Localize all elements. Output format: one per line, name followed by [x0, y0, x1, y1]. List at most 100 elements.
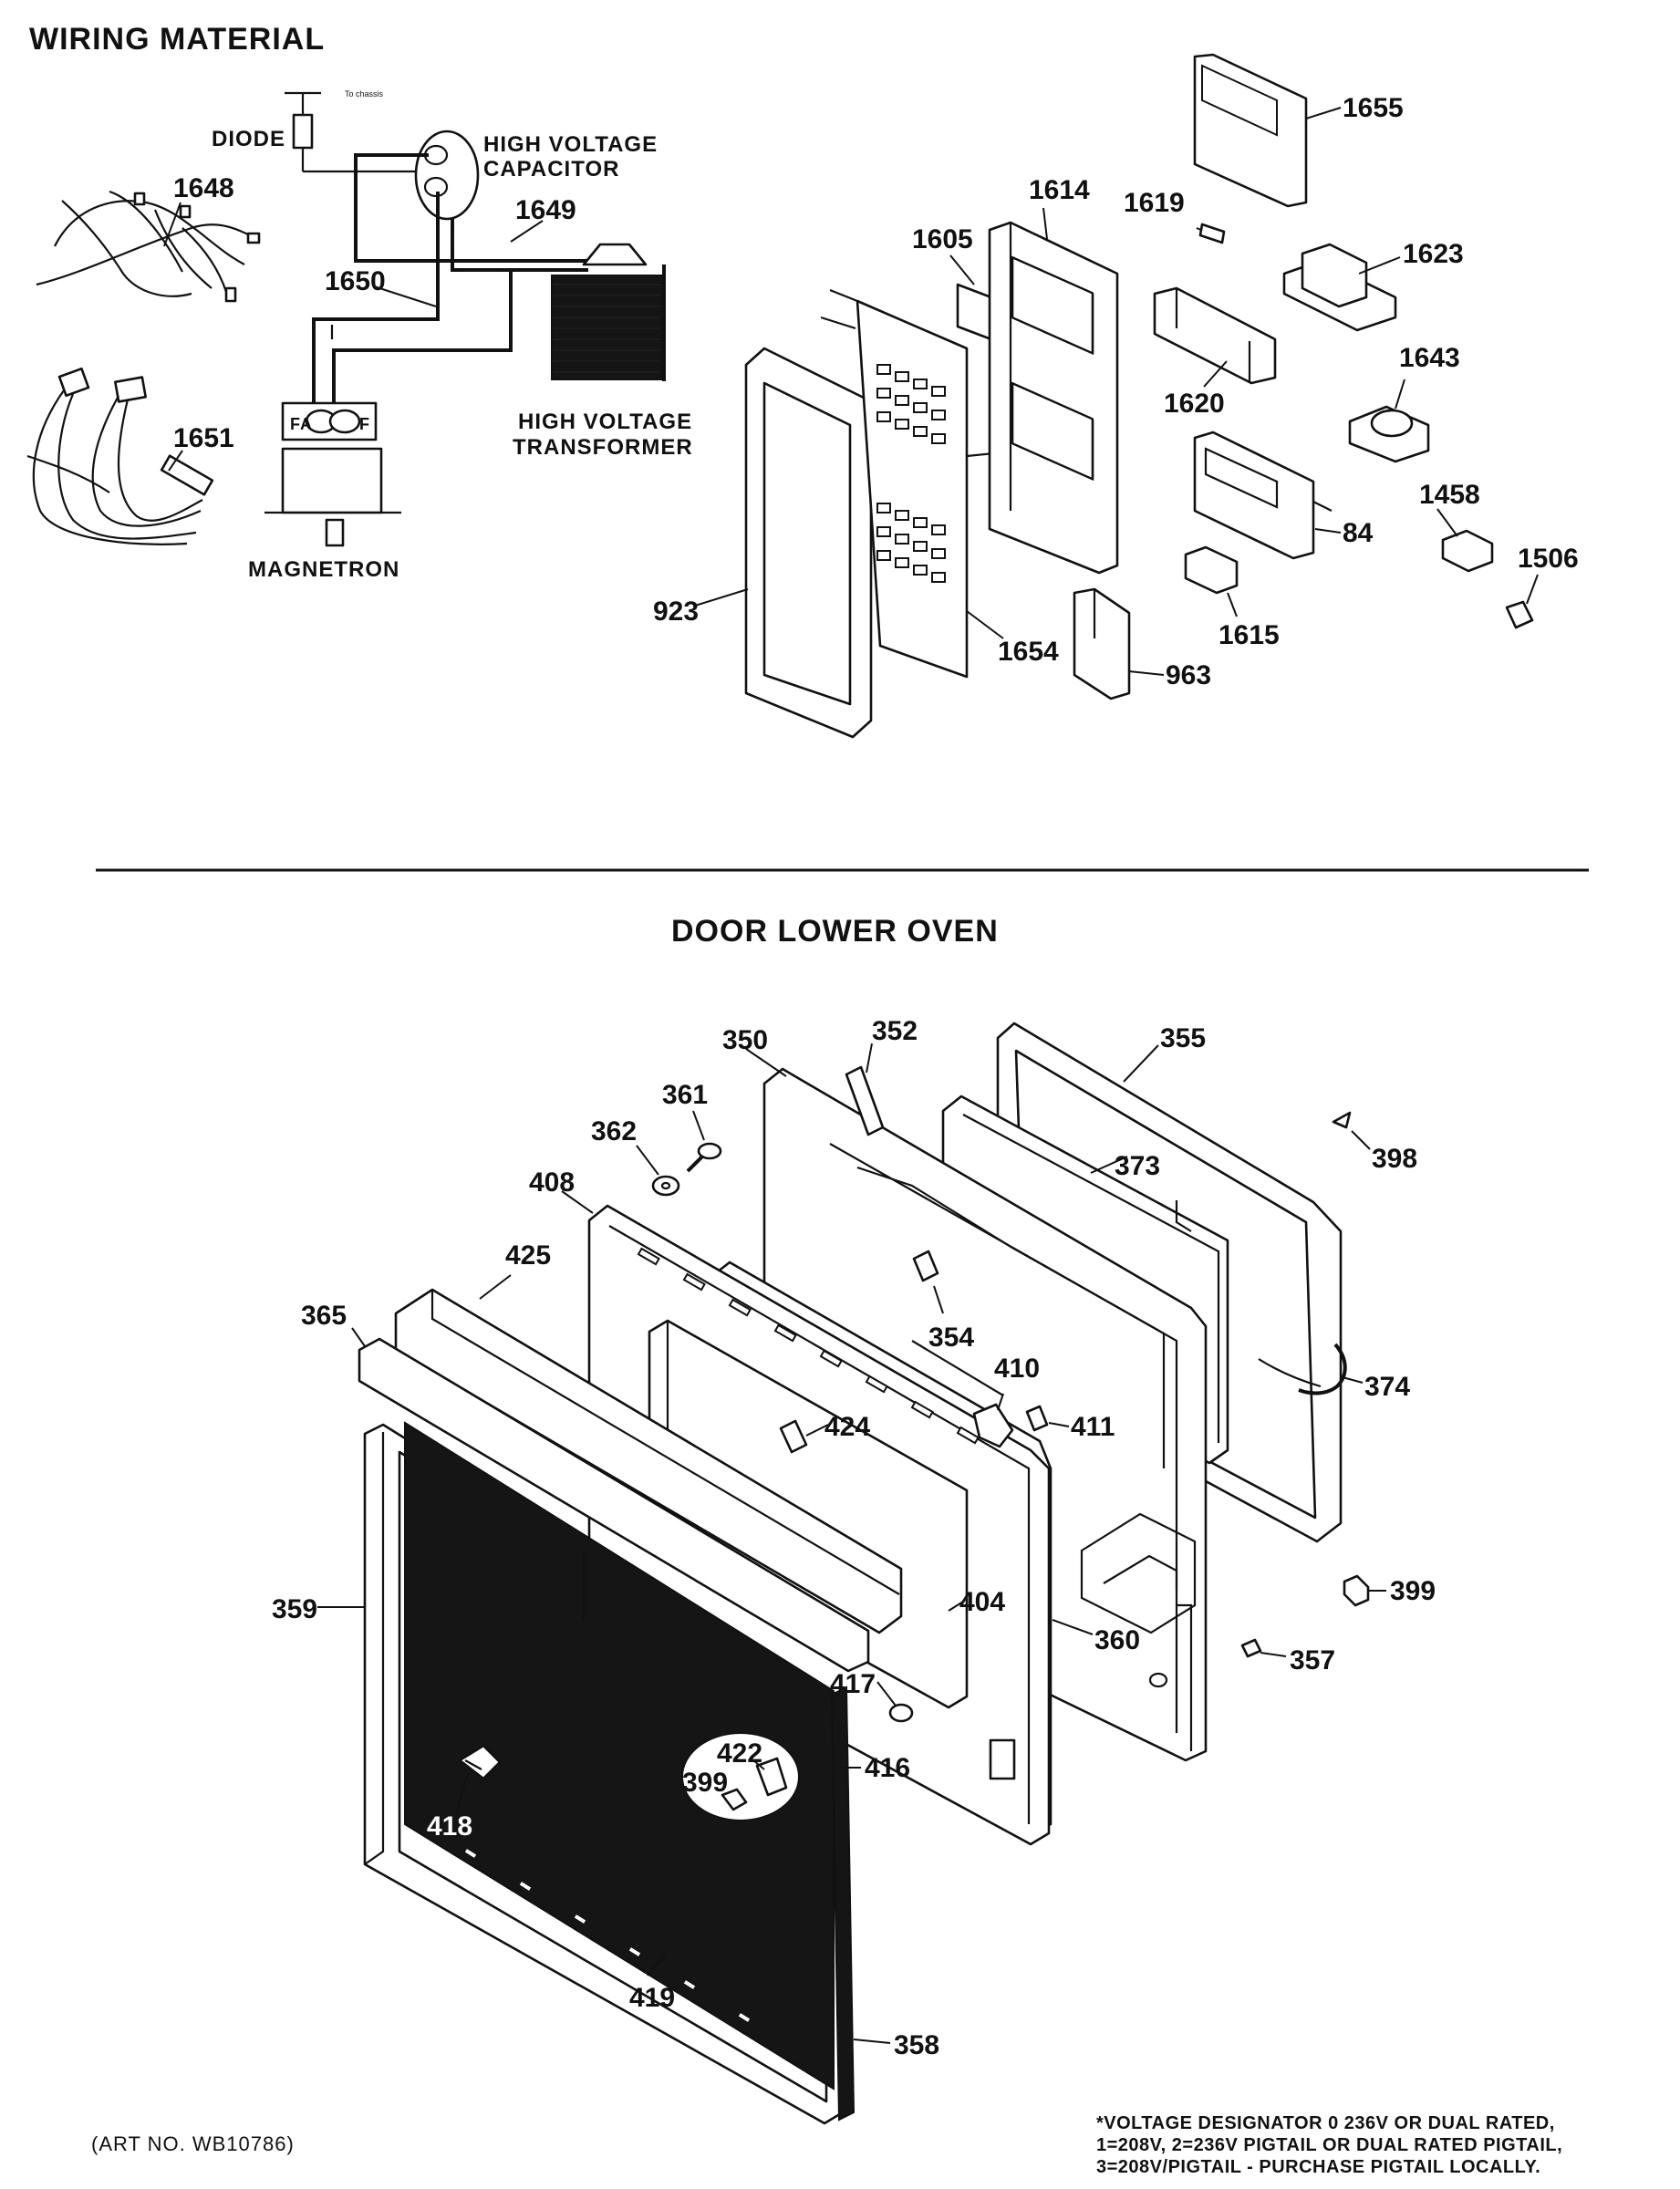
- part-354-label: 354: [928, 1323, 974, 1353]
- part-422-label: 422: [717, 1738, 762, 1769]
- fa-terminal-label: FA: [290, 415, 313, 433]
- art-number: (ART NO. WB10786): [91, 2132, 295, 2155]
- part-419-glass: 419: [404, 1421, 835, 2090]
- wire-harness-1651: 1651: [26, 367, 234, 545]
- part-1619-label: 1619: [1124, 188, 1185, 218]
- part-416-clip: 416: [837, 1753, 910, 1783]
- part-410-hinge: 410: [972, 1354, 1040, 1448]
- part-352-strip: 352: [845, 1016, 918, 1136]
- part-373-label: 373: [1115, 1151, 1160, 1181]
- hv-capacitor-symbol: [414, 130, 480, 221]
- hv-capacitor-label-2: CAPACITOR: [483, 157, 619, 182]
- part-425-label: 425: [505, 1240, 551, 1271]
- part-399-bumper-right: 399: [1343, 1574, 1436, 1607]
- part-424-clip: 424: [779, 1412, 870, 1454]
- part-1458-switch: 1458: [1419, 480, 1494, 573]
- part-365-handle-front: 365: [301, 1301, 870, 1673]
- part-923-label: 923: [653, 597, 699, 627]
- part-1620-label: 1620: [1164, 389, 1225, 419]
- part-1506-pad: 1506: [1505, 544, 1579, 629]
- part-923-frame: 923: [653, 347, 873, 739]
- voltage-note-line-2: 1=208V, 2=236V PIGTAIL OR DUAL RATED PIG…: [1096, 2135, 1562, 2155]
- part-418-bracket: 418: [427, 1744, 502, 1841]
- part-1615-label: 1615: [1219, 620, 1280, 650]
- part-359-label: 359: [272, 1594, 317, 1624]
- part-1655-board: 1655: [1193, 53, 1404, 208]
- part-411-clip: 411: [1025, 1405, 1115, 1442]
- diode-symbol: [292, 113, 314, 150]
- part-963-bracket: 963: [1073, 587, 1211, 700]
- part-358-label: 358: [894, 2030, 939, 2060]
- part-350-label: 350: [722, 1025, 768, 1055]
- part-1623-label: 1623: [1403, 239, 1464, 269]
- part-417-spacer: 417: [830, 1669, 914, 1723]
- part-1615-block: 1615: [1184, 545, 1280, 650]
- part-1648-label: 1648: [173, 173, 234, 203]
- part-399-label-left: 399: [682, 1768, 728, 1798]
- part-416-label: 416: [865, 1753, 910, 1783]
- part-362-label: 362: [591, 1116, 637, 1146]
- part-404-glass: 404: [948, 1587, 1005, 1617]
- part-1643-label: 1643: [1399, 343, 1460, 373]
- wire-harness-1648: 1648: [36, 173, 261, 303]
- part-357-label: 357: [1290, 1645, 1335, 1675]
- part-404-label: 404: [959, 1587, 1005, 1617]
- part-408-label: 408: [529, 1167, 575, 1198]
- part-1649-label: 1649: [515, 195, 576, 225]
- part-410-label: 410: [994, 1354, 1040, 1384]
- part-419-label: 419: [629, 1983, 675, 2013]
- to-chassis-label: To chassis: [345, 89, 384, 99]
- part-1458-label: 1458: [1419, 480, 1480, 510]
- part-1605-label: 1605: [912, 224, 973, 254]
- part-357-screw: 357: [1240, 1638, 1335, 1675]
- part-360-label: 360: [1094, 1625, 1140, 1655]
- part-358-trim: 358: [830, 1686, 939, 2122]
- part-365-label: 365: [301, 1301, 347, 1331]
- wiring-schematic: To chassis DIODE HIGH VOLTAGE CAPACITOR: [212, 89, 693, 582]
- part-1614-housing: 1614: [988, 175, 1119, 575]
- part-355-label: 355: [1160, 1023, 1206, 1053]
- part-1651-label: 1651: [173, 423, 234, 453]
- part-418-label: 418: [427, 1811, 472, 1841]
- part-1619-fastener: 1619: [1124, 188, 1226, 244]
- hv-transformer-label-2: TRANSFORMER: [513, 435, 693, 460]
- door-lower-oven-title: DOOR LOWER OVEN: [671, 914, 999, 949]
- part-411-label: 411: [1071, 1412, 1115, 1442]
- part-1620-bracket: 1620: [1153, 286, 1277, 419]
- part-422-latch: 422 399: [681, 1732, 800, 1821]
- part-1650-label: 1650: [325, 266, 386, 296]
- part-374-label: 374: [1364, 1372, 1410, 1402]
- hv-transformer-top: [582, 243, 648, 266]
- part-1654-touch-panel: 1654: [820, 288, 1059, 679]
- f-terminal-label: F: [359, 415, 370, 433]
- part-963-label: 963: [1166, 660, 1211, 690]
- part-398-pin: 398: [1332, 1111, 1417, 1174]
- part-352-label: 352: [872, 1016, 918, 1046]
- part-398-label: 398: [1372, 1144, 1417, 1174]
- part-362-washer: 362: [591, 1116, 680, 1197]
- part-84-label: 84: [1343, 518, 1374, 548]
- part-1643-transformer: 1643: [1348, 343, 1460, 463]
- hv-capacitor-label-1: HIGH VOLTAGE: [483, 132, 658, 157]
- part-361-label: 361: [662, 1080, 708, 1110]
- voltage-note-line-1: *VOLTAGE DESIGNATOR 0 236V OR DUAL RATED…: [1096, 2113, 1555, 2133]
- wiring-material-title: WIRING MATERIAL: [29, 22, 325, 57]
- part-361-screw: 361: [662, 1080, 722, 1173]
- part-1654-label: 1654: [998, 637, 1059, 667]
- voltage-note-line-3: 3=208V/PIGTAIL - PURCHASE PIGTAIL LOCALL…: [1096, 2157, 1540, 2177]
- part-1614-label: 1614: [1029, 175, 1090, 205]
- part-1655-label: 1655: [1343, 93, 1404, 123]
- part-1506-label: 1506: [1518, 544, 1579, 574]
- diode-label: DIODE: [212, 127, 285, 151]
- part-354-clip: 354: [912, 1250, 974, 1353]
- part-399-label-right: 399: [1390, 1576, 1436, 1606]
- part-424-label: 424: [824, 1412, 870, 1442]
- part-84-board: 84: [1193, 431, 1374, 560]
- part-1623-relay: 1623: [1282, 239, 1464, 332]
- part-374-gasket: 374: [1298, 1343, 1410, 1402]
- hv-transformer-symbol: [551, 275, 662, 380]
- magnetron-body: [281, 447, 383, 514]
- hv-transformer-label-1: HIGH VOLTAGE: [518, 410, 692, 434]
- magnetron-label: MAGNETRON: [248, 557, 399, 582]
